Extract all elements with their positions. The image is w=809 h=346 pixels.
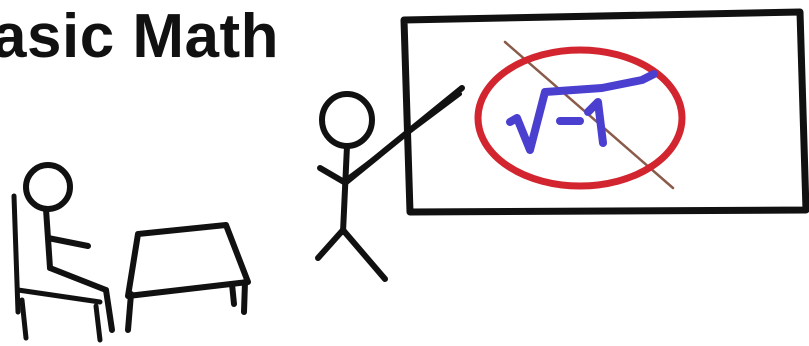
digit-one <box>584 98 607 147</box>
whiteboard-frame <box>400 8 809 216</box>
chair-back <box>11 193 21 315</box>
student-arm <box>45 235 91 249</box>
sqrt-minus-one-expression <box>506 70 658 154</box>
student-thigh <box>47 265 109 293</box>
teacher-figure <box>315 85 465 282</box>
teacher-left-arm <box>317 165 347 185</box>
red-circle <box>474 46 686 190</box>
chair-legs <box>19 297 103 343</box>
desk-legs <box>125 279 248 333</box>
radical-sign <box>506 70 658 154</box>
student-shin <box>103 287 115 333</box>
teacher-body <box>340 143 350 235</box>
student-chair <box>11 193 103 343</box>
student-head <box>23 162 73 212</box>
title-text: asic Math <box>0 2 280 71</box>
desk <box>125 222 251 333</box>
whiteboard <box>400 8 809 216</box>
teacher-head <box>319 91 375 149</box>
teacher-pointer <box>346 92 462 180</box>
student-figure <box>23 162 115 333</box>
chair-seat <box>15 287 103 305</box>
teacher-right-leg <box>340 227 388 282</box>
teacher-left-leg <box>315 227 346 261</box>
